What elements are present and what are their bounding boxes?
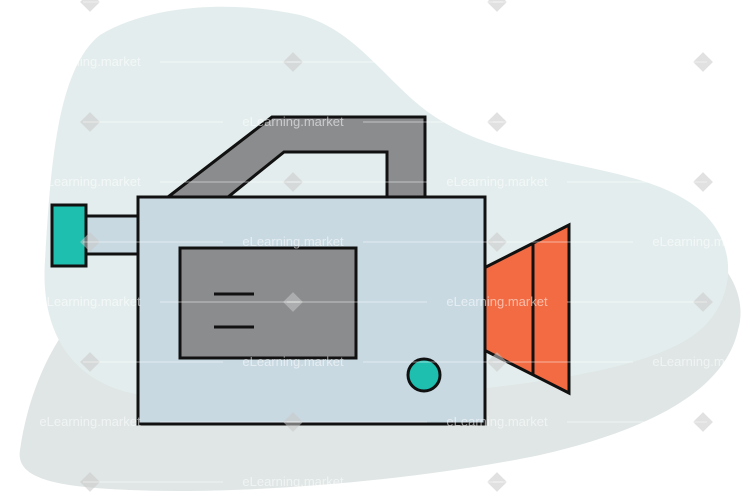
watermark-text: eLearning.market [652,354,750,369]
watermark-text: eLearning.market [39,54,141,69]
watermark-text: eLearning.market [242,354,344,369]
camera-screen [178,246,358,360]
watermark-text: eLearning.market [652,234,750,249]
record-button [406,357,442,393]
watermark-text: eLearning.market [446,174,548,189]
watermark-text: eLearning.market [242,234,344,249]
eyepiece [50,203,88,268]
video-camera-icon [50,115,571,426]
watermark-text: eLearning.market [39,414,141,429]
watermark-text: eLearning.market [242,474,344,489]
watermark-text: eLearning.market [242,114,344,129]
watermark-text: eLearning.market [39,294,141,309]
watermark-text: eLearning.market [446,294,548,309]
watermark-text: eLearning.market [446,414,548,429]
watermark-text: eLearning.market [652,0,750,9]
watermark-text: eLearning.market [652,114,750,129]
watermark-text: eLearning.market [446,54,548,69]
watermark-text: eLearning.market [242,0,344,9]
watermark-text: eLearning.market [39,174,141,189]
watermark-text: eLearning.market [652,474,750,489]
